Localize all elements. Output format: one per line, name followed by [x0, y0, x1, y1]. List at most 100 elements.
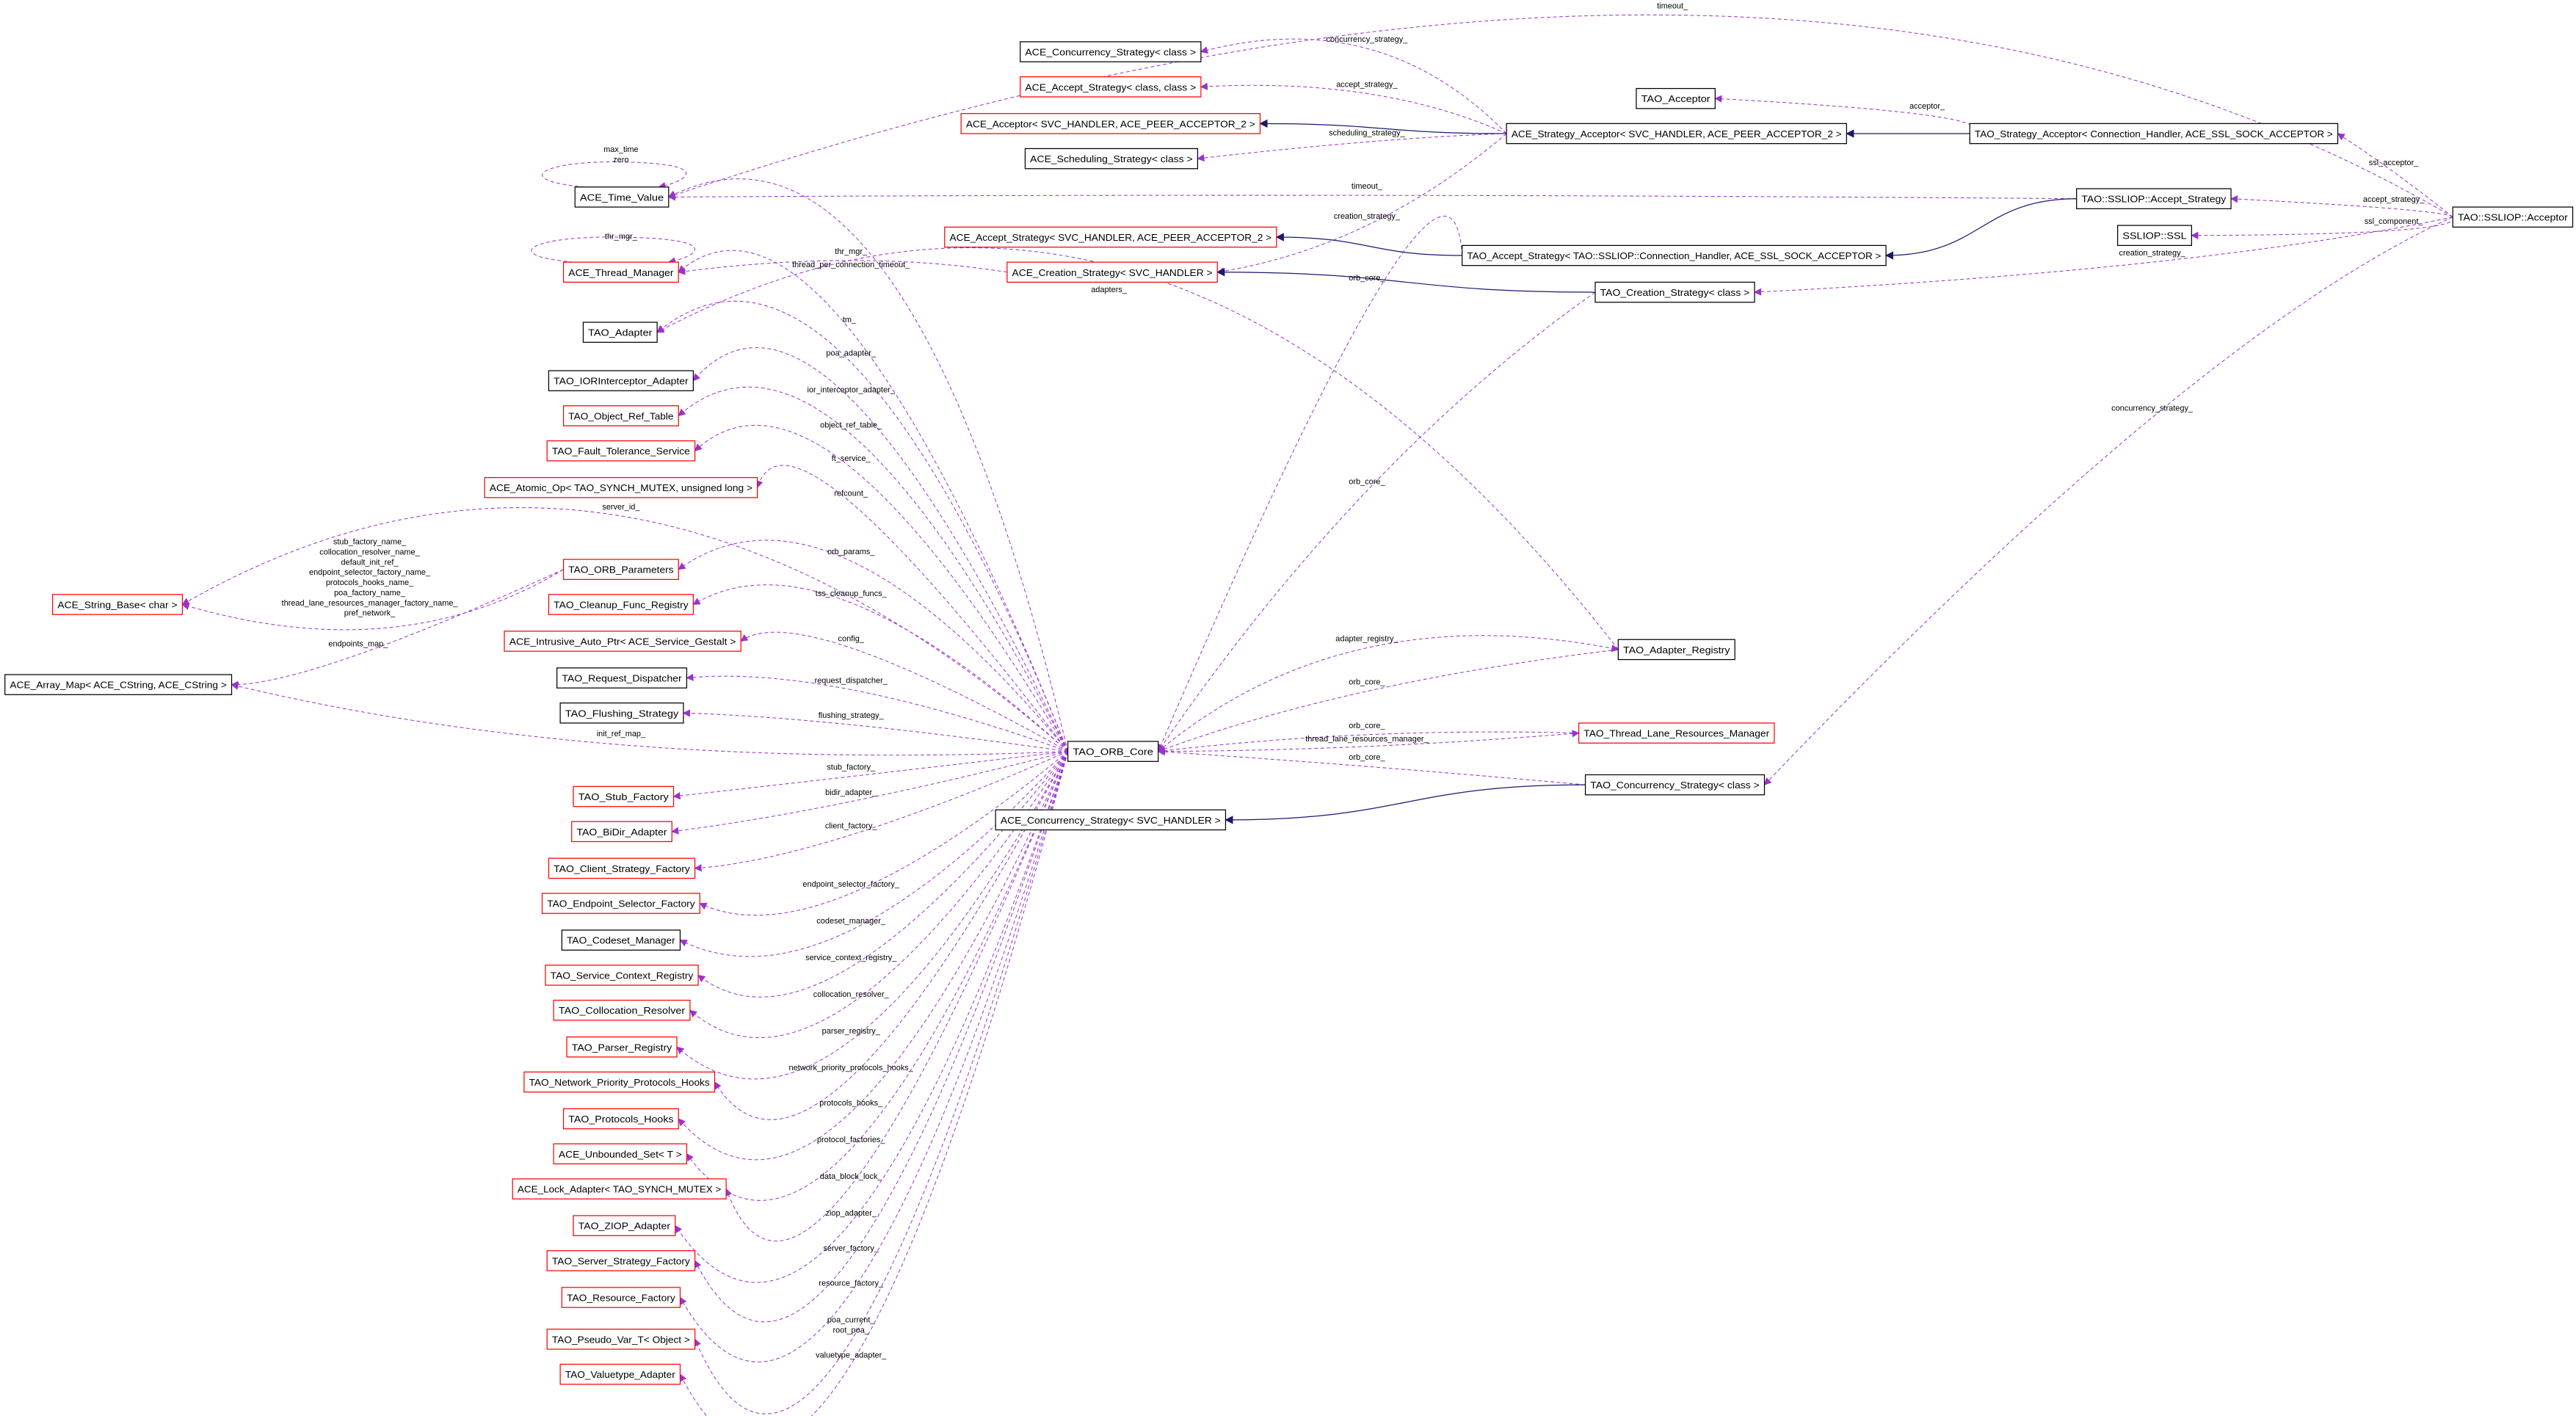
class-node[interactable]: TAO_ORB_Core: [1067, 741, 1159, 762]
edge-label: network_priority_protocols_hooks_: [789, 1064, 914, 1072]
class-node[interactable]: ACE_String_Base< char >: [51, 594, 184, 615]
class-node[interactable]: TAO_Parser_Registry: [566, 1036, 678, 1058]
usage-edge: [2337, 133, 2453, 218]
class-node[interactable]: TAO_Endpoint_Selector_Factory: [541, 893, 700, 914]
class-node-label: TAO_Concurrency_Strategy< class >: [1590, 780, 1760, 791]
class-node-label: ACE_Unbounded_Set< T >: [559, 1150, 682, 1160]
class-node[interactable]: TAO_Object_Ref_Table: [562, 405, 679, 426]
edge-label: timeout_: [1352, 182, 1383, 191]
inheritance-edge: [1259, 119, 1507, 134]
class-node[interactable]: TAO_Stub_Factory: [573, 785, 675, 807]
class-node[interactable]: ACE_Unbounded_Set< T >: [553, 1143, 688, 1165]
class-node[interactable]: TAO_Pseudo_Var_T< Object >: [546, 1329, 696, 1350]
class-node[interactable]: ACE_Acceptor< SVC_HANDLER, ACE_PEER_ACCE…: [960, 113, 1261, 134]
class-node-label: TAO_Object_Ref_Table: [568, 411, 673, 421]
edge-label: tm_: [843, 316, 857, 324]
class-node[interactable]: ACE_Time_Value: [574, 186, 670, 208]
edge-label: adapter_registry_: [1335, 634, 1398, 643]
class-node[interactable]: TAO_Acceptor: [1636, 87, 1716, 109]
edge-label: protocol_factories_: [817, 1136, 885, 1144]
class-node[interactable]: ACE_Strategy_Acceptor< SVC_HANDLER, ACE_…: [1506, 123, 1847, 145]
class-node[interactable]: TAO_Codeset_Manager: [561, 929, 681, 951]
class-node[interactable]: TAO_Creation_Strategy< class >: [1594, 281, 1755, 303]
class-node-box: [562, 261, 679, 283]
class-node[interactable]: ACE_Concurrency_Strategy< class >: [1020, 41, 1202, 62]
class-node[interactable]: TAO_Collocation_Resolver: [553, 999, 691, 1021]
class-node[interactable]: ACE_Concurrency_Strategy< SVC_HANDLER >: [995, 809, 1227, 831]
class-node[interactable]: TAO::SSLIOP::Accept_Strategy: [2076, 188, 2232, 209]
class-node[interactable]: TAO_Thread_Lane_Resources_Manager: [1578, 722, 1775, 744]
class-node-box: [548, 370, 694, 391]
class-node[interactable]: TAO_BiDir_Adapter: [571, 821, 672, 843]
class-node-label: TAO_Network_Priority_Protocols_Hooks: [529, 1078, 710, 1088]
edge-label: thr_mgr_: [835, 247, 868, 256]
class-node-label: ACE_Array_Map< ACE_CString, ACE_CString …: [10, 680, 226, 691]
class-node[interactable]: TAO_Service_Context_Registry: [545, 965, 699, 986]
class-node[interactable]: ACE_Creation_Strategy< SVC_HANDLER >: [1006, 261, 1218, 283]
edge-label: timeout_: [1657, 1, 1688, 10]
usage-edge: [1216, 133, 1507, 275]
focus-class-node[interactable]: TAO::SSLIOP::Acceptor: [2452, 206, 2574, 228]
class-node[interactable]: ACE_Intrusive_Auto_Ptr< ACE_Service_Gest…: [504, 631, 741, 652]
class-node[interactable]: TAO_Client_Strategy_Factory: [548, 857, 696, 879]
class-node[interactable]: ACE_Thread_Manager: [562, 261, 679, 283]
edge-label: orb_core_: [1349, 274, 1385, 283]
edge-label: ssl_acceptor_: [2369, 159, 2419, 167]
class-node-box: [553, 1143, 688, 1165]
edge-label: ior_interceptor_adapter_: [808, 385, 896, 394]
edge-label: scheduling_strategy_: [1329, 128, 1405, 137]
class-node[interactable]: TAO_Valuetype_Adapter: [559, 1363, 681, 1385]
class-node-box: [484, 476, 758, 498]
class-node[interactable]: TAO_Adapter_Registry: [1617, 639, 1735, 661]
class-node[interactable]: ACE_Lock_Adapter< TAO_SYNCH_MUTEX >: [512, 1178, 727, 1199]
class-node-label: TAO_Stub_Factory: [578, 792, 670, 802]
class-node[interactable]: TAO_Strategy_Acceptor< Connection_Handle…: [1969, 123, 2339, 145]
class-node-label: TAO_Acceptor: [1641, 94, 1710, 104]
class-node[interactable]: TAO_ZIOP_Adapter: [573, 1215, 676, 1236]
edge-label: flushing_strategy_: [819, 711, 885, 720]
class-node-box: [566, 1036, 678, 1058]
class-node[interactable]: ACE_Accept_Strategy< class, class >: [1020, 76, 1202, 98]
edge-label: concurrency_strategy_: [2111, 404, 2194, 413]
edge-label: poa_current_: [827, 1316, 875, 1325]
class-node[interactable]: TAO_Cleanup_Func_Registry: [548, 594, 694, 615]
class-node[interactable]: TAO_Adapter: [582, 322, 658, 343]
usage-edge: [678, 751, 1069, 1161]
usage-edge: [667, 14, 2453, 218]
usage-edge: [231, 682, 1068, 756]
class-node[interactable]: TAO_Protocols_Hooks: [562, 1108, 679, 1130]
class-node[interactable]: TAO_Flushing_Strategy: [559, 702, 684, 724]
class-node-box: [4, 674, 233, 695]
edge-label: accept_strategy_: [1336, 80, 1398, 89]
class-node[interactable]: TAO_Fault_Tolerance_Service: [546, 440, 696, 462]
edge-label: ft_service_: [832, 454, 871, 463]
class-node[interactable]: TAO_Concurrency_Strategy< class >: [1584, 774, 1766, 796]
nodes-layer: TAO::SSLIOP::AcceptorACE_Concurrency_Str…: [4, 41, 2574, 1385]
class-node[interactable]: TAO_Accept_Strategy< TAO::SSLIOP::Connec…: [1462, 244, 1887, 266]
class-node[interactable]: ACE_Scheduling_Strategy< class >: [1024, 148, 1199, 170]
class-node[interactable]: TAO_Request_Dispatcher: [556, 667, 688, 689]
class-node-label: TAO_IORInterceptor_Adapter: [554, 377, 689, 387]
class-node-box: [559, 1363, 681, 1385]
class-node-box: [1462, 244, 1887, 266]
class-node[interactable]: ACE_Accept_Strategy< SVC_HANDLER, ACE_PE…: [944, 226, 1277, 248]
usage-edge: [682, 709, 1068, 752]
class-node[interactable]: TAO_Resource_Factory: [561, 1287, 681, 1308]
class-node-label: TAO_Thread_Lane_Resources_Manager: [1583, 729, 1769, 739]
class-node[interactable]: ACE_Array_Map< ACE_CString, ACE_CString …: [4, 674, 233, 695]
class-node[interactable]: ACE_Atomic_Op< TAO_SYNCH_MUTEX, unsigned…: [484, 476, 758, 498]
class-node-box: [573, 785, 675, 807]
class-node-label: TAO_Pseudo_Var_T< Object >: [552, 1335, 690, 1345]
class-node[interactable]: SSLIOP::SSL: [2117, 225, 2192, 247]
inheritance-edge: [1275, 233, 1462, 256]
class-node-box: [562, 405, 679, 426]
class-node[interactable]: TAO_Network_Priority_Protocols_Hooks: [523, 1071, 716, 1093]
class-node[interactable]: TAO_ORB_Parameters: [562, 559, 679, 580]
class-node-box: [1024, 148, 1199, 170]
edge-label: tss_cleanup_funcs_: [816, 589, 888, 598]
class-node-box: [562, 1108, 679, 1130]
class-node[interactable]: TAO_Server_Strategy_Factory: [546, 1250, 696, 1271]
class-node-box: [512, 1178, 727, 1199]
class-node[interactable]: TAO_IORInterceptor_Adapter: [548, 370, 694, 391]
